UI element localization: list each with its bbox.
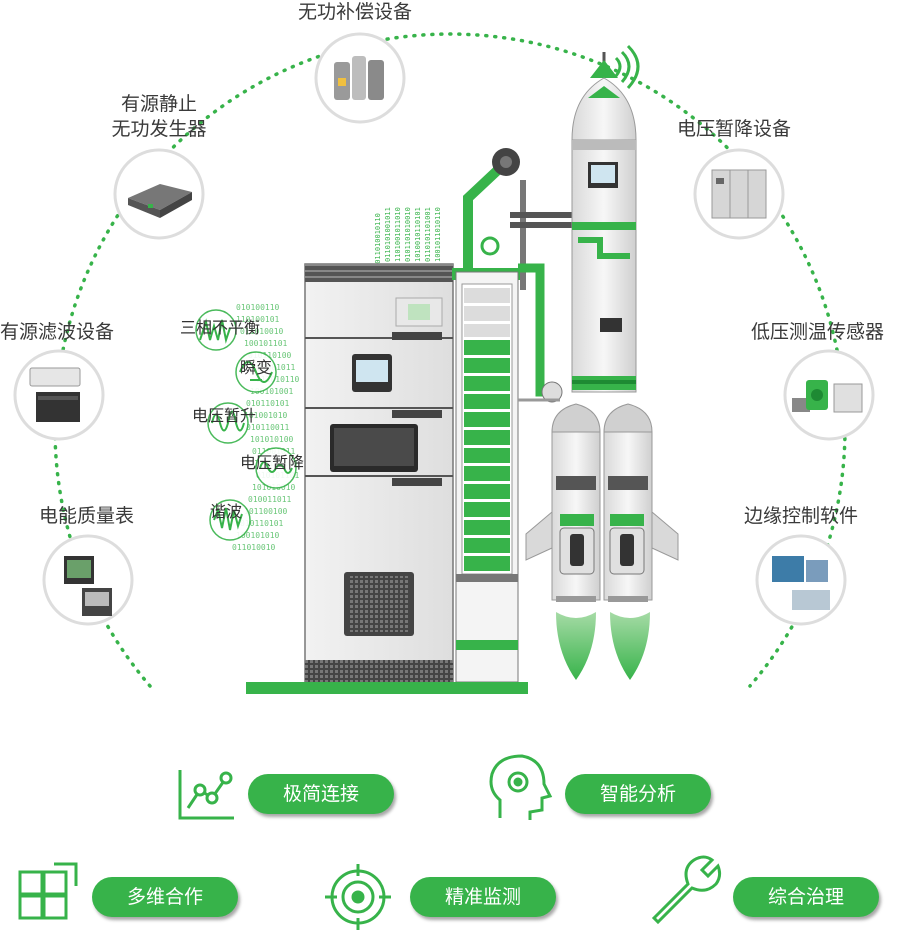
svg-text:0110101101001: 0110101101001 [424, 207, 432, 262]
svg-text:010110101: 010110101 [246, 399, 290, 408]
label-sag: 电压暂降 [240, 453, 305, 472]
rocket [571, 44, 640, 393]
device-circle-svg [113, 148, 205, 240]
target-icon [325, 864, 391, 930]
svg-text:011010110: 011010110 [256, 375, 300, 384]
wave-icon-unbalance [195, 309, 237, 351]
pill-govern: 综合治理 [733, 877, 879, 917]
label-swell: 电压暂升 [192, 406, 257, 425]
label-svg-line2: 无功发生器 [111, 118, 207, 140]
svg-text:100101010: 100101010 [236, 531, 280, 540]
svg-text:101010100: 101010100 [250, 435, 294, 444]
device-circle-voltage-sag [693, 148, 785, 240]
svg-text:011010010: 011010010 [232, 543, 276, 552]
svg-text:010100110: 010100110 [236, 303, 280, 312]
device-circle-edge-software [755, 534, 847, 626]
wave-icon-sag [255, 447, 297, 489]
svg-text:0110101001011: 0110101001011 [384, 207, 392, 262]
pill-monitor: 精准监测 [410, 877, 556, 917]
svg-text:101100100: 101100100 [244, 507, 288, 516]
binary-columns: 010100110 110100101 011010010 100101101 01… [232, 303, 300, 552]
wave-icon-transient [235, 351, 277, 393]
green-column [246, 271, 528, 694]
svg-text:1101001011010: 1101001011010 [394, 207, 402, 262]
booster-left [525, 403, 601, 680]
wave-icon-swell [207, 402, 249, 444]
brain-gear-icon [489, 754, 553, 820]
svg-text:100101001: 100101001 [250, 387, 294, 396]
flame-left-icon [556, 612, 596, 680]
puzzle-icon [18, 862, 78, 920]
label-reactive-comp: 无功补偿设备 [298, 1, 413, 23]
binary-stream: 1011010010110 0110101001011 110100101101… [374, 207, 442, 268]
device-circle-reactive-comp [314, 32, 406, 124]
wave-icon-harmonic [209, 499, 251, 541]
svg-text:010110101: 010110101 [240, 519, 284, 528]
wrench-icon [651, 855, 722, 925]
svg-text:010011011: 010011011 [248, 495, 292, 504]
svg-text:100101101: 100101101 [244, 339, 288, 348]
svg-text:1001011010110: 1001011010110 [434, 207, 442, 262]
label-svg-line1: 有源静止 [120, 93, 197, 115]
flame-right-icon [610, 612, 650, 680]
label-transient: 瞬变 [240, 358, 273, 377]
device-circle-power-meter [42, 534, 134, 626]
booster-right [603, 403, 679, 680]
svg-text:101001010: 101001010 [244, 411, 288, 420]
svg-text:0101101010010: 0101101010010 [404, 207, 412, 262]
svg-text:1011010010110: 1011010010110 [374, 213, 382, 268]
pill-analysis: 智能分析 [565, 774, 711, 814]
label-harmonic: 谐波 [210, 502, 243, 521]
label-edge-software: 边缘控制软件 [744, 505, 859, 527]
device-circle-temp-sensor [783, 349, 875, 441]
device-circle-active-filter [13, 349, 105, 441]
label-active-filter: 有源滤波设备 [0, 321, 115, 343]
pill-cooperate: 多维合作 [92, 877, 238, 917]
label-unbalance: 三相不平衡 [180, 318, 261, 337]
svg-text:010110100: 010110100 [248, 351, 292, 360]
svg-text:1010010110101: 1010010110101 [414, 207, 422, 262]
label-power-meter: 电能质量表 [39, 505, 135, 527]
svg-text:010110011: 010110011 [246, 423, 290, 432]
label-voltage-sag-device: 电压暂降设备 [677, 118, 792, 140]
connect-icon [178, 770, 234, 820]
svg-text:011010010: 011010010 [240, 327, 284, 336]
pill-connect: 极简连接 [248, 774, 394, 814]
svg-text:110100101: 110100101 [236, 315, 280, 324]
label-temp-sensor: 低压测温传感器 [751, 321, 885, 343]
launch-arm [463, 148, 574, 403]
